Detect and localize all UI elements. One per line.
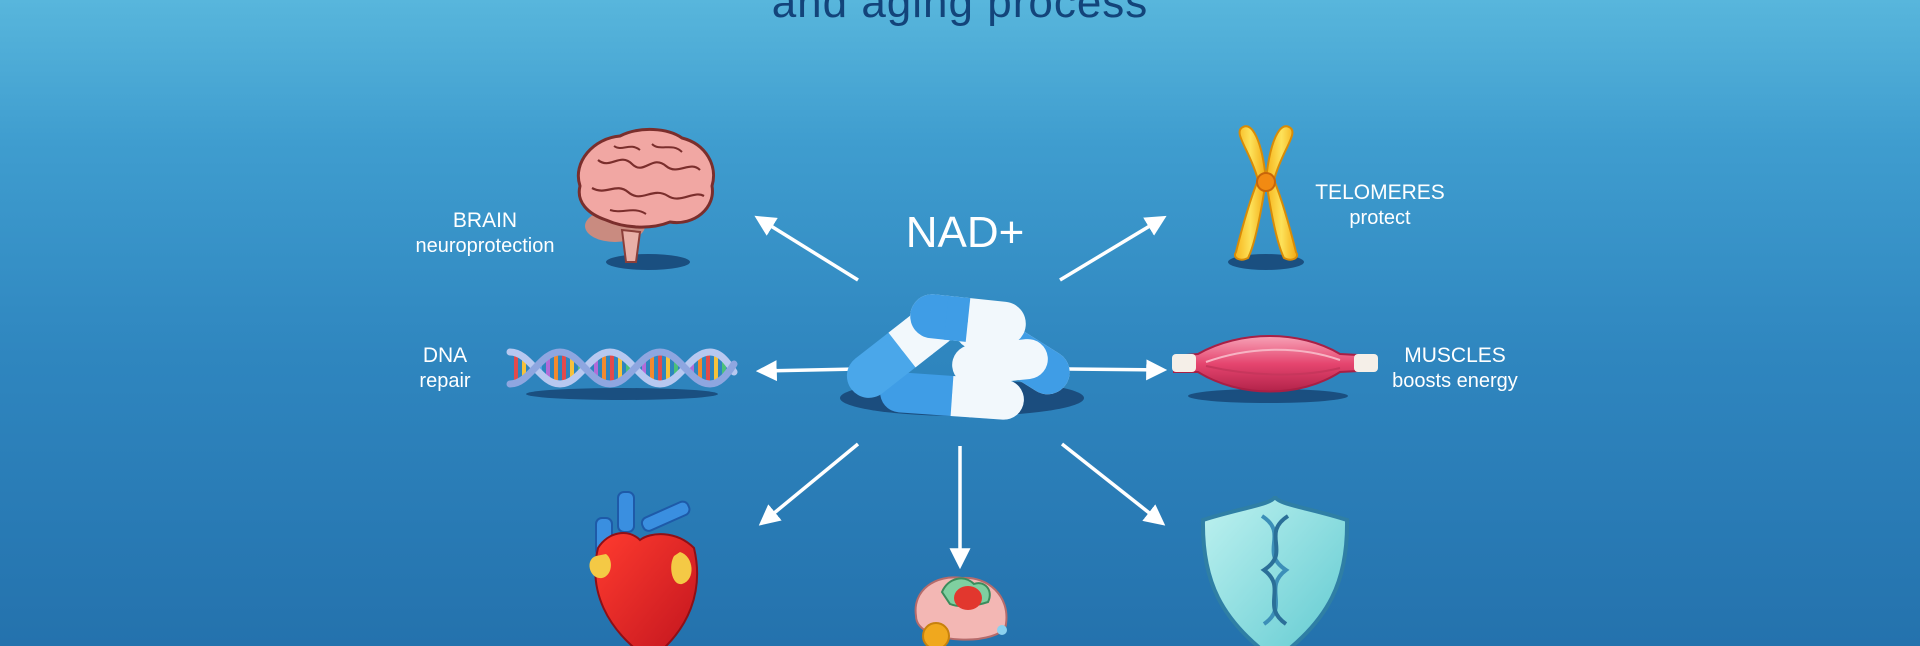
muscles-label: MUSCLES boosts energy [1370, 343, 1540, 394]
dna-helix-icon [506, 348, 738, 400]
muscle-icon [1172, 335, 1378, 403]
telomeres-label: TELOMERES protect [1300, 180, 1460, 231]
arrow-to-brain [754, 215, 859, 282]
dna-subtitle: repair [419, 370, 471, 393]
brain-title: BRAIN [452, 209, 518, 232]
dna-label: DNA repair [390, 343, 500, 394]
muscles-subtitle: boosts energy [1392, 370, 1518, 393]
pills-icon [840, 294, 1084, 420]
telomeres-title: TELOMERES [1315, 181, 1445, 204]
arrow-to-dna [755, 360, 859, 382]
arrows [754, 215, 1168, 570]
heart-icon [589, 491, 698, 646]
dna-title: DNA [422, 344, 468, 367]
arrow-to-muscles [1067, 359, 1168, 381]
dna-shield-icon [1200, 495, 1350, 646]
brain-subtitle: neuroprotection [415, 235, 555, 258]
chromosome-icon [1228, 125, 1304, 270]
arrow-to-heart [758, 442, 860, 526]
center-label: NAD+ [905, 208, 1025, 257]
arrow-to-telomeres [1059, 215, 1167, 282]
brain-icon [576, 127, 715, 270]
brain-label: BRAIN neuroprotection [395, 208, 575, 259]
cell-icon [914, 576, 1008, 646]
telomeres-subtitle: protect [1349, 207, 1411, 230]
arrow-to-shield [1060, 442, 1166, 526]
muscles-title: MUSCLES [1404, 344, 1506, 367]
diagram-title: and aging process [771, 0, 1149, 27]
